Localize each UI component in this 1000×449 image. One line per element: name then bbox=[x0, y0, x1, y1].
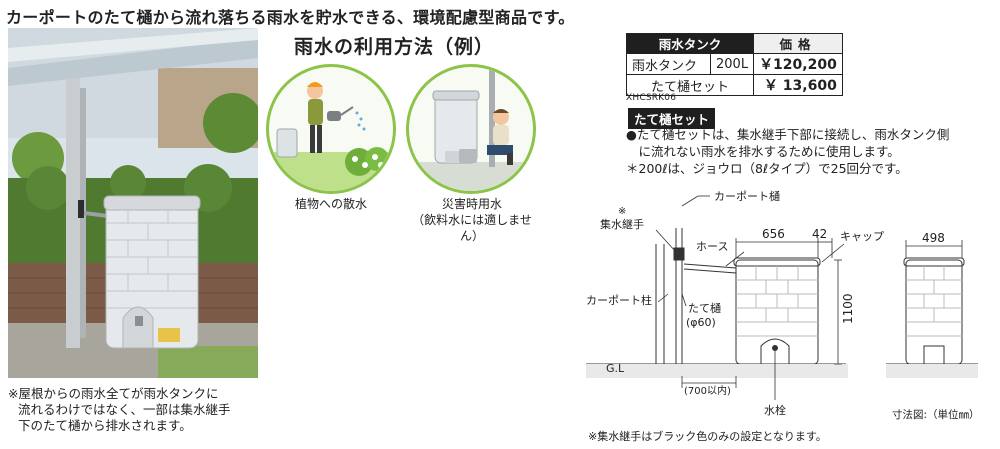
page-headline: カーポートのたて樋から流れ落ちる雨水を貯水できる、環境配慮型商品です。 bbox=[6, 8, 575, 27]
set-desc-line: ●たて樋セットは、集水継手下部に接続し、雨水タンク側 bbox=[626, 127, 950, 142]
usage-caption: 災害時用水 bbox=[441, 197, 502, 211]
label-pipe: たて樋 bbox=[688, 301, 721, 315]
product-size: 200L bbox=[709, 53, 755, 75]
label-cap: キャップ bbox=[840, 230, 884, 243]
product-name: 雨水タンク bbox=[626, 53, 711, 75]
product-code: XHCSRK06 bbox=[626, 93, 677, 103]
label-gl: G.L bbox=[606, 362, 625, 375]
dim-height: 1100 bbox=[841, 293, 855, 324]
dimension-diagram: カーポート樋 ※ 集水継手 ホース キャップ カーポート柱 たて樋 (φ60) … bbox=[586, 189, 980, 443]
label-hose: ホース bbox=[696, 240, 728, 253]
label-mark: ※ bbox=[618, 206, 626, 217]
product-name: たて樋セット bbox=[625, 74, 755, 96]
price-table: 雨水タンク 価格 雨水タンク 200L ￥120,200 たて樋セット ￥ 13… bbox=[625, 33, 843, 96]
diagram-footnote: ※集水継手はブラック色のみの設定となります。 bbox=[588, 429, 827, 443]
price-header-price: 価格 bbox=[753, 33, 843, 54]
dim-width: 656 bbox=[762, 227, 785, 241]
usage-note: （飲料水には適しません） bbox=[412, 213, 532, 243]
label-joint: 集水継手 bbox=[600, 217, 644, 231]
product-photo bbox=[8, 28, 258, 378]
price-header-product: 雨水タンク bbox=[625, 33, 755, 54]
set-section-tag: たて樋セット bbox=[628, 108, 716, 129]
dim-depth: 498 bbox=[922, 231, 945, 245]
table-row: 雨水タンク 200L ￥120,200 bbox=[626, 53, 843, 75]
set-desc-line: ＊200ℓは、ジョウロ（8ℓタイプ）で25回分です。 bbox=[626, 161, 908, 176]
label-post: カーポート柱 bbox=[586, 293, 652, 307]
photo-note: ※屋根からの雨水全てが雨水タンクに 流れるわけではなく、一部は集水継手 下のたて… bbox=[8, 386, 266, 434]
label-faucet: 水栓 bbox=[764, 403, 786, 417]
photo-note-line: 流れるわけではなく、一部は集水継手 bbox=[18, 402, 231, 417]
product-price: ￥ 13,600 bbox=[753, 74, 843, 96]
set-section-description: ●たて樋セットは、集水継手下部に接続し、雨水タンク側 に流れない雨水を排水するた… bbox=[626, 126, 949, 177]
product-price: ￥120,200 bbox=[753, 53, 843, 75]
dim-cap: 42 bbox=[812, 227, 827, 241]
set-desc-line: に流れない雨水を排水するために使用します。 bbox=[626, 144, 900, 159]
usage-caption-disaster: 災害時用水 （飲料水には適しません） bbox=[406, 196, 538, 244]
unit-note: 寸法図:（単位㎜） bbox=[892, 408, 980, 421]
table-row: たて樋セット ￥ 13,600 bbox=[625, 74, 843, 96]
disaster-illustration bbox=[406, 64, 536, 194]
photo-note-line: ※屋根からの雨水全てが雨水タンクに bbox=[8, 386, 219, 401]
watering-illustration bbox=[266, 64, 396, 194]
usage-title: 雨水の利用方法（例） bbox=[294, 36, 495, 58]
label-spacing: (700以内) bbox=[684, 384, 731, 397]
label-carport-gutter: カーポート樋 bbox=[714, 189, 780, 203]
label-pipe-dia: (φ60) bbox=[686, 316, 716, 329]
photo-note-line: 下のたて樋から排水されます。 bbox=[18, 418, 192, 433]
usage-caption-watering: 植物への散水 bbox=[294, 197, 367, 211]
